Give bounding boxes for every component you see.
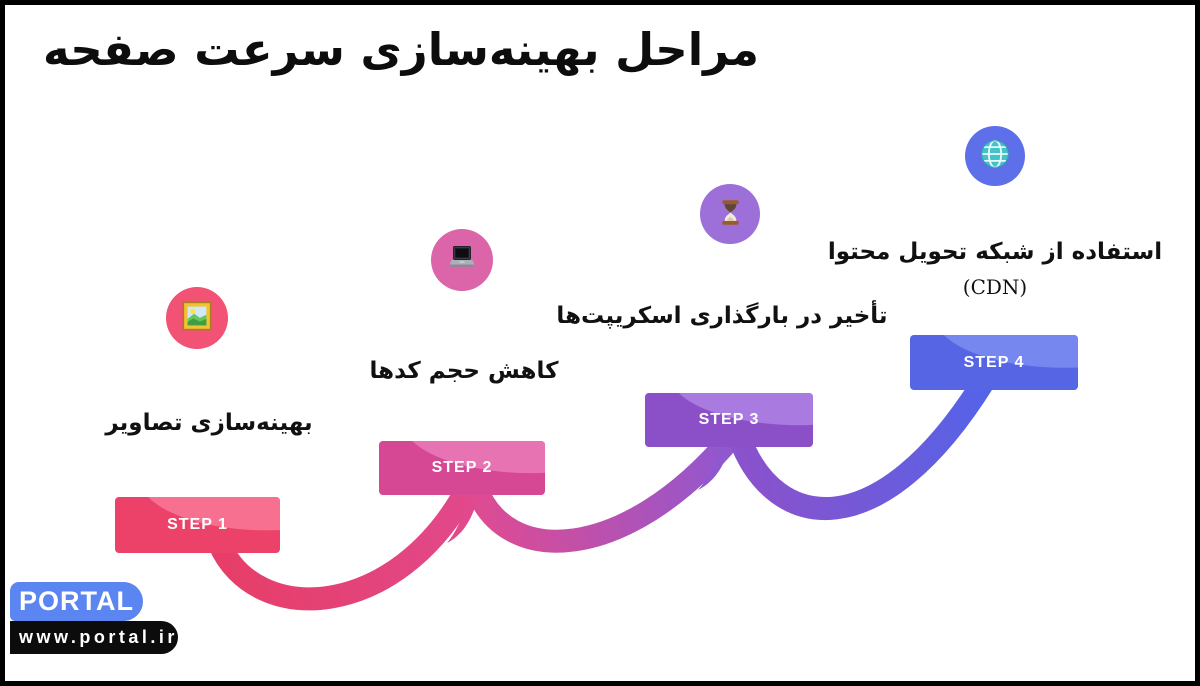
globe-icon [978,137,1012,175]
step-3-label: STEP 3 [698,411,760,428]
step-connector-arcs [207,369,996,611]
step-1-icon-circle [166,287,228,349]
step-1-label: STEP 1 [167,516,228,533]
step-1-banner: STEP 1 [115,497,280,553]
step-2-banner: STEP 2 [379,441,545,495]
step-4-label: STEP 4 [963,353,1025,371]
brand-name: PORTAL [19,586,134,616]
step-3-icon-circle [700,184,760,244]
hourglass-icon [716,197,745,232]
brand-logo-pill: PORTAL [10,582,143,621]
picture-frame-icon [182,301,212,335]
step-4-banner: STEP 4 [910,335,1078,390]
step-2-icon-circle [431,229,493,291]
page-title: مراحل بهینه‌سازی سرعت صفحه [43,23,760,76]
step-4-caption-cdn: (CDN) [962,275,1028,299]
step-3-banner: STEP 3 [645,393,813,447]
step-4-icon-circle [965,126,1025,186]
step-3-caption: تأخیر در بارگذاری اسکریپت‌ها [556,303,888,329]
connector-arc-1 [207,475,480,611]
connector-beak-step2 [447,489,475,543]
step-1-caption: بهینه‌سازی تصاویر [105,410,313,436]
website-url-pill[interactable]: www.portal.ir [10,621,178,654]
connector-arc-3 [728,369,996,520]
website-url[interactable]: www.portal.ir [19,627,178,647]
step-2-caption: کاهش حجم کدها [369,358,559,384]
step-2-label: STEP 2 [431,459,493,476]
step-4-caption: استفاده از شبکه تحویل محتوا [827,239,1163,265]
connector-arc-2 [464,427,742,553]
laptop-icon [446,242,478,278]
